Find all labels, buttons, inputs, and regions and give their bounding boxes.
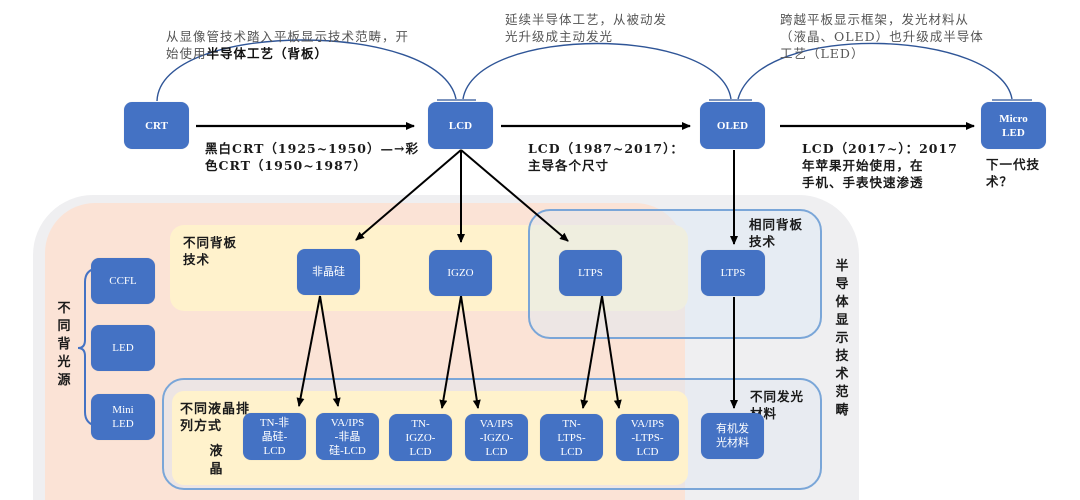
backlight-ccfl[interactable]: CCFL (91, 258, 155, 304)
backlight-group-label: 不同背光源 (57, 301, 71, 388)
node-oled[interactable]: OLED (700, 102, 765, 149)
lc-va-ips-amorphous-si[interactable]: VA/IPS -非晶 硅-LCD (316, 413, 379, 460)
micro-note: 下一代技 术？ (986, 157, 1041, 189)
node-micro-led[interactable]: Micro LED (981, 102, 1046, 149)
node-crt[interactable]: CRT (124, 102, 189, 149)
lcd-note: LCD（1987~2017）： 主导各个尺寸 (528, 141, 684, 173)
node-lcd[interactable]: LCD (428, 102, 493, 149)
backplane-ltps[interactable]: LTPS (559, 250, 622, 296)
backplane-amorphous-si[interactable]: 非晶硅 (297, 249, 360, 295)
crt-note: 黑白CRT（1925~1950）—→彩 色CRT（1950~1987） (205, 141, 419, 173)
oled-note: LCD（2017~）：2017 年苹果开始使用，在 手机、手表快速渗透 (802, 141, 958, 190)
same-backplane-label: 相同背板 技术 (749, 217, 804, 249)
liquid-crystal-label: 液晶 (209, 444, 223, 477)
lc-tn-igzo[interactable]: TN- IGZO- LCD (389, 414, 452, 461)
lcd-oled-arc-annotation: 延续半导体工艺，从被动发 光升级成主动发光 (505, 12, 668, 44)
semiconductor-scope-label: 半导体显示技术范畴 (835, 259, 849, 418)
arc-lcd-oled (462, 42, 732, 100)
backplane-group-label: 不同背板 技术 (183, 235, 238, 267)
same-backplane-frame (528, 209, 822, 339)
lc-tn-amorphous-si[interactable]: TN-非 晶硅- LCD (243, 413, 306, 460)
lc-tn-ltps[interactable]: TN- LTPS- LCD (540, 414, 603, 461)
crt-lcd-arc-annotation: 从显像管技术踏入平板显示技术范畴，开 始使用半导体工艺（背板） (166, 11, 456, 62)
same-backplane-ltps[interactable]: LTPS (701, 250, 765, 296)
backlight-led[interactable]: LED (91, 325, 155, 371)
lc-va-ips-igzo[interactable]: VA/IPS -IGZO- LCD (465, 414, 528, 461)
backplane-igzo[interactable]: IGZO (429, 250, 492, 296)
lc-va-ips-ltps[interactable]: VA/IPS -LTPS- LCD (616, 414, 679, 461)
backlight-mini-led[interactable]: Mini LED (91, 394, 155, 440)
lc-arrangement-label: 不同液晶排 列方式 (180, 402, 251, 434)
annotation-bold-text: 半导体工艺（背板） (206, 46, 329, 61)
annotation-plain-text: 从显像管技术踏入平板显示技术范畴，开 始使用 (166, 29, 410, 61)
oled-micro-arc-annotation: 跨越平板显示框架，发光材料从 （液晶、OLED）也升级成半导体 工艺（LED） (780, 12, 984, 61)
emissive-organic[interactable]: 有机发 光材料 (701, 413, 764, 459)
